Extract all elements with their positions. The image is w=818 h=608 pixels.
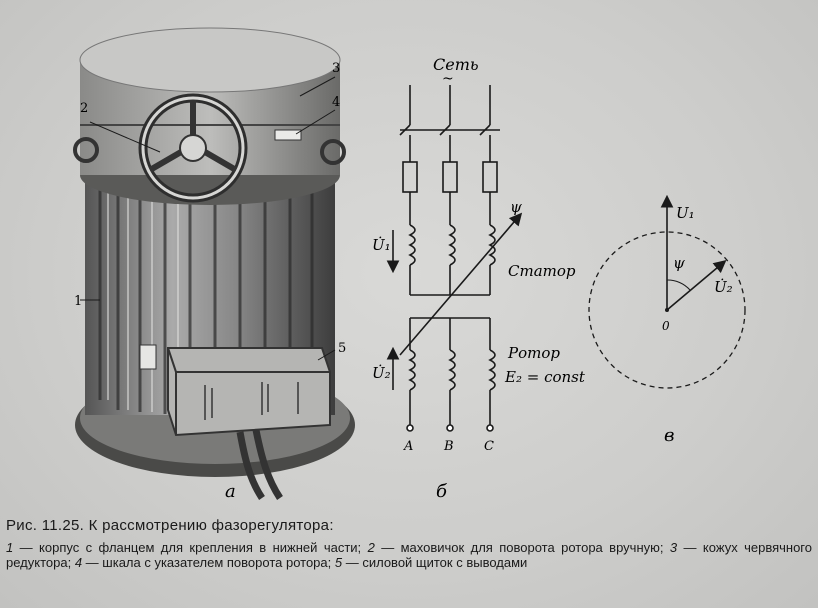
- terminal-box: [167, 347, 331, 500]
- rotor-emf-label: E₂ = const: [504, 368, 586, 386]
- part-label-a: а: [225, 481, 236, 502]
- figure-caption: Рис. 11.25. К рассмотрению фазорегулятор…: [6, 517, 812, 570]
- caption-body: 1 — корпус с фланцем для крепления в ниж…: [6, 540, 812, 570]
- terminal-A: A: [403, 439, 413, 454]
- callout-2: 2: [80, 101, 88, 116]
- u1-label: U̇₁: [372, 236, 391, 254]
- schematic-diagram: [386, 85, 523, 432]
- terminal-B: B: [443, 439, 454, 454]
- u2-label: U̇₂: [372, 364, 391, 382]
- caption-item-3-text: — кожух червячного редуктора;: [6, 540, 812, 570]
- network-label: Сеть: [433, 55, 479, 74]
- phase-regulator-illustration: 2 3 4 1 5: [73, 27, 355, 500]
- caption-item-1-text: — корпус с фланцем для крепления в нижне…: [13, 540, 368, 555]
- psi-label-schematic: ψ: [510, 198, 522, 216]
- callout-4: 4: [332, 95, 340, 110]
- phasor-origin-label: 0: [662, 319, 670, 333]
- caption-item-3-num: 3: [669, 540, 678, 555]
- phasor-diagram: [588, 194, 746, 389]
- caption-item-5-num: 5: [334, 555, 343, 570]
- phasor-u1-label: U₁: [676, 204, 695, 222]
- caption-item-5-text: — силовой щиток с выводами: [342, 555, 528, 570]
- callout-5: 5: [338, 341, 346, 356]
- part-label-b: б: [436, 481, 448, 502]
- caption-item-4-num: 4: [74, 555, 83, 570]
- caption-item-4-text: — шкала с указателем поворота ротора;: [82, 555, 335, 570]
- part-label-c: в: [664, 425, 674, 446]
- rotor-label: Ротор: [507, 344, 560, 362]
- terminal-C: C: [484, 439, 494, 454]
- caption-item-2-num: 2: [367, 540, 375, 555]
- phasor-psi-label: ψ: [673, 254, 685, 272]
- callout-1: 1: [74, 294, 82, 309]
- caption-title: Рис. 11.25. К рассмотрению фазорегулятор…: [6, 517, 334, 534]
- phasor-u2-label: U̇₂: [714, 278, 733, 296]
- network-symbol: ~: [442, 71, 454, 87]
- stator-label: Статор: [508, 262, 576, 280]
- handwheel: [138, 93, 248, 203]
- caption-item-1-num: 1: [6, 540, 14, 555]
- caption-item-2-text: — маховичок для поворота ротора вручную;: [374, 540, 670, 555]
- callout-3: 3: [332, 61, 340, 76]
